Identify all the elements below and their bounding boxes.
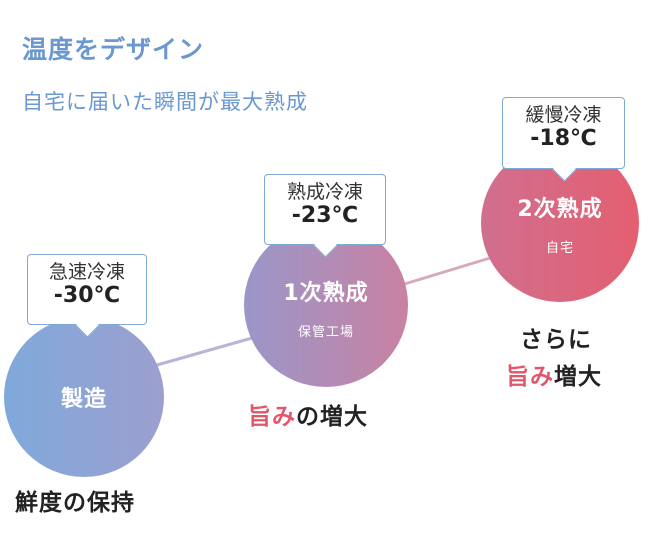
caption-rest: 増大 — [554, 364, 602, 390]
temperature-tag-stage-2: 熟成冷凍 -23℃ — [264, 174, 386, 258]
freeze-method-label: 熟成冷凍 — [286, 181, 363, 203]
stage-circle-manufacturing: 製造 — [4, 317, 164, 477]
temperature-value: -23℃ — [291, 203, 359, 228]
stage-label: 製造 — [60, 387, 107, 412]
temperature-tag-stage-3: 緩慢冷凍 -18℃ — [502, 97, 625, 182]
freeze-method-label: 緩慢冷凍 — [525, 104, 602, 126]
page-subtitle: 自宅に届いた瞬間が最大熟成 — [22, 90, 308, 114]
temperature-tag-stage-1: 急速冷凍 -30℃ — [27, 254, 147, 338]
stage-label: 2次熟成 — [517, 196, 603, 222]
stage-caption-line-2: 旨み増大 — [506, 357, 602, 391]
temperature-value: -30℃ — [53, 283, 121, 308]
stage-caption-line-1: さらに — [520, 327, 592, 353]
caption-rest: の増大 — [296, 404, 368, 430]
caption-highlight: 旨み — [506, 364, 554, 390]
stage-location: 保管工場 — [297, 324, 354, 340]
freeze-method-label: 急速冷凍 — [48, 261, 125, 283]
page-title: 温度をデザイン — [22, 35, 205, 64]
temperature-value: -18℃ — [530, 126, 597, 151]
connector-line-1 — [149, 336, 253, 369]
caption-highlight: 旨み — [248, 404, 296, 430]
stage-caption: 鮮度の保持 — [15, 490, 135, 516]
connector-line-2 — [397, 256, 491, 288]
stage-location: 自宅 — [545, 240, 574, 256]
stage-caption: 旨みの増大 — [248, 397, 368, 431]
stage-label: 1次熟成 — [283, 280, 369, 306]
